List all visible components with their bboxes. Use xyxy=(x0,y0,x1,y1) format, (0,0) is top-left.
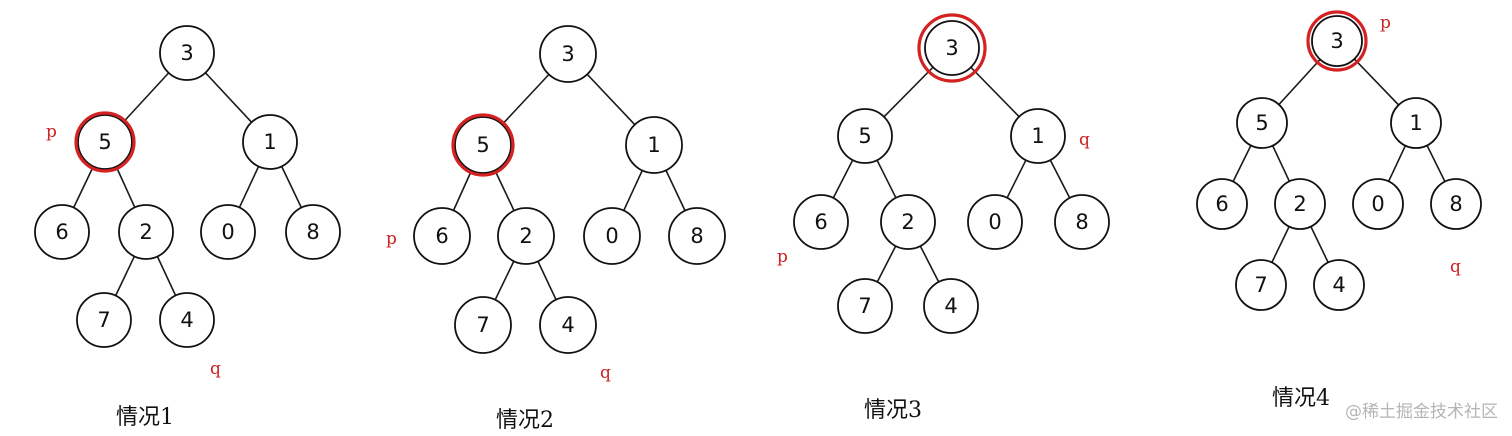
tree-node: 3 xyxy=(1311,15,1363,67)
node-label: 1 xyxy=(647,133,660,157)
node-label: 5 xyxy=(858,124,871,148)
tree-node: 4 xyxy=(923,278,979,334)
node-label: 6 xyxy=(55,220,68,244)
tree-node: 1 xyxy=(242,114,298,170)
tree-node: 0 xyxy=(583,207,641,265)
node-label: 0 xyxy=(605,224,618,248)
tree-node: 3 xyxy=(159,25,215,81)
node-label: 8 xyxy=(1075,210,1088,234)
node-label: 6 xyxy=(435,224,448,248)
tree-node: 4 xyxy=(1313,259,1365,311)
panel-3: 3 5 1 6 2 0 8 7 4 p q 情况3 xyxy=(777,13,1110,423)
tree-node: 6 xyxy=(413,207,471,265)
tree-node: 8 xyxy=(1054,194,1110,250)
node-label: 5 xyxy=(98,130,111,154)
tree-node: 7 xyxy=(454,296,512,354)
marker-q: q xyxy=(1450,257,1461,277)
node-label: 7 xyxy=(1254,273,1267,297)
node-label: 2 xyxy=(139,220,152,244)
marker-p: p xyxy=(1380,13,1391,33)
panel-caption: 情况3 xyxy=(864,398,922,423)
tree-node: 0 xyxy=(967,194,1023,250)
highlight-ring xyxy=(451,113,515,177)
node-label: 0 xyxy=(1371,192,1384,216)
panel-caption: 情况2 xyxy=(496,408,554,433)
node-label: 1 xyxy=(263,130,276,154)
tree-node: 2 xyxy=(880,194,936,250)
node-label: 7 xyxy=(858,294,871,318)
marker-q: q xyxy=(210,359,221,379)
highlight-ring xyxy=(74,111,136,173)
node-label: 8 xyxy=(1449,192,1462,216)
tree-node: 5 xyxy=(837,108,893,164)
panel-1: 3 5 1 6 2 0 8 7 4 p q 情况1 xyxy=(34,25,341,430)
marker-q: q xyxy=(600,363,611,383)
watermark-text: @稀土掘金技术社区 xyxy=(1345,402,1498,422)
tree-node: 1 xyxy=(1390,97,1442,149)
tree-node: 0 xyxy=(1352,178,1404,230)
node-label: 5 xyxy=(476,133,489,157)
panel-caption: 情况1 xyxy=(116,405,174,430)
tree-node: 8 xyxy=(285,204,341,260)
highlight-ring xyxy=(917,13,987,83)
tree-node: 8 xyxy=(1430,178,1482,230)
node-label: 4 xyxy=(180,308,193,332)
node-label: 5 xyxy=(1255,111,1268,135)
node-label: 3 xyxy=(561,42,574,66)
edges xyxy=(820,47,1083,307)
panel-4: 3 5 1 6 2 0 8 7 4 p q 情况4 xyxy=(1196,10,1482,411)
node-label: 8 xyxy=(690,224,703,248)
marker-p: p xyxy=(777,247,788,267)
node-label: 3 xyxy=(180,41,193,65)
marker-p: p xyxy=(46,122,57,142)
node-label: 8 xyxy=(306,220,319,244)
tree-node: 7 xyxy=(837,278,893,334)
node-label: 1 xyxy=(1409,111,1422,135)
tree-node: 8 xyxy=(668,207,726,265)
node-label: 6 xyxy=(814,210,827,234)
tree-node: 4 xyxy=(539,296,597,354)
edges xyxy=(441,53,698,326)
tree-node: 1 xyxy=(625,116,683,174)
tree-node: 0 xyxy=(200,204,256,260)
node-label: 4 xyxy=(561,313,574,337)
node-label: 2 xyxy=(1293,192,1306,216)
node-label: 7 xyxy=(97,308,110,332)
tree-node: 1 xyxy=(1010,108,1066,164)
panel-2: 3 5 1 6 2 0 8 7 4 p q 情况2 xyxy=(386,25,726,433)
edges xyxy=(1221,40,1457,286)
tree-node: 2 xyxy=(1274,178,1326,230)
node-label: 0 xyxy=(988,210,1001,234)
node-label: 3 xyxy=(1330,29,1343,53)
panel-caption: 情况4 xyxy=(1272,386,1330,411)
marker-p: p xyxy=(386,229,397,249)
tree-node: 5 xyxy=(1236,97,1288,149)
tree-node: 2 xyxy=(118,204,174,260)
tree-node: 6 xyxy=(34,204,90,260)
node-label: 3 xyxy=(945,36,958,60)
node-label: 4 xyxy=(1332,273,1345,297)
edges xyxy=(61,52,314,321)
tree-node: 6 xyxy=(1196,178,1248,230)
tree-node: 5 xyxy=(77,114,133,170)
node-label: 2 xyxy=(519,224,532,248)
node-label: 2 xyxy=(901,210,914,234)
node-label: 1 xyxy=(1031,124,1044,148)
tree-node: 2 xyxy=(497,207,555,265)
tree-node: 7 xyxy=(76,292,132,348)
tree-node: 3 xyxy=(924,20,980,76)
node-label: 6 xyxy=(1215,192,1228,216)
node-label: 4 xyxy=(944,294,957,318)
tree-node: 4 xyxy=(159,292,215,348)
highlight-ring xyxy=(1306,10,1368,72)
tree-node: 3 xyxy=(539,25,597,83)
node-label: 7 xyxy=(476,313,489,337)
tree-node: 7 xyxy=(1235,259,1287,311)
tree-node: 5 xyxy=(454,116,512,174)
marker-q: q xyxy=(1079,130,1090,150)
tree-node: 6 xyxy=(793,194,849,250)
node-label: 0 xyxy=(221,220,234,244)
